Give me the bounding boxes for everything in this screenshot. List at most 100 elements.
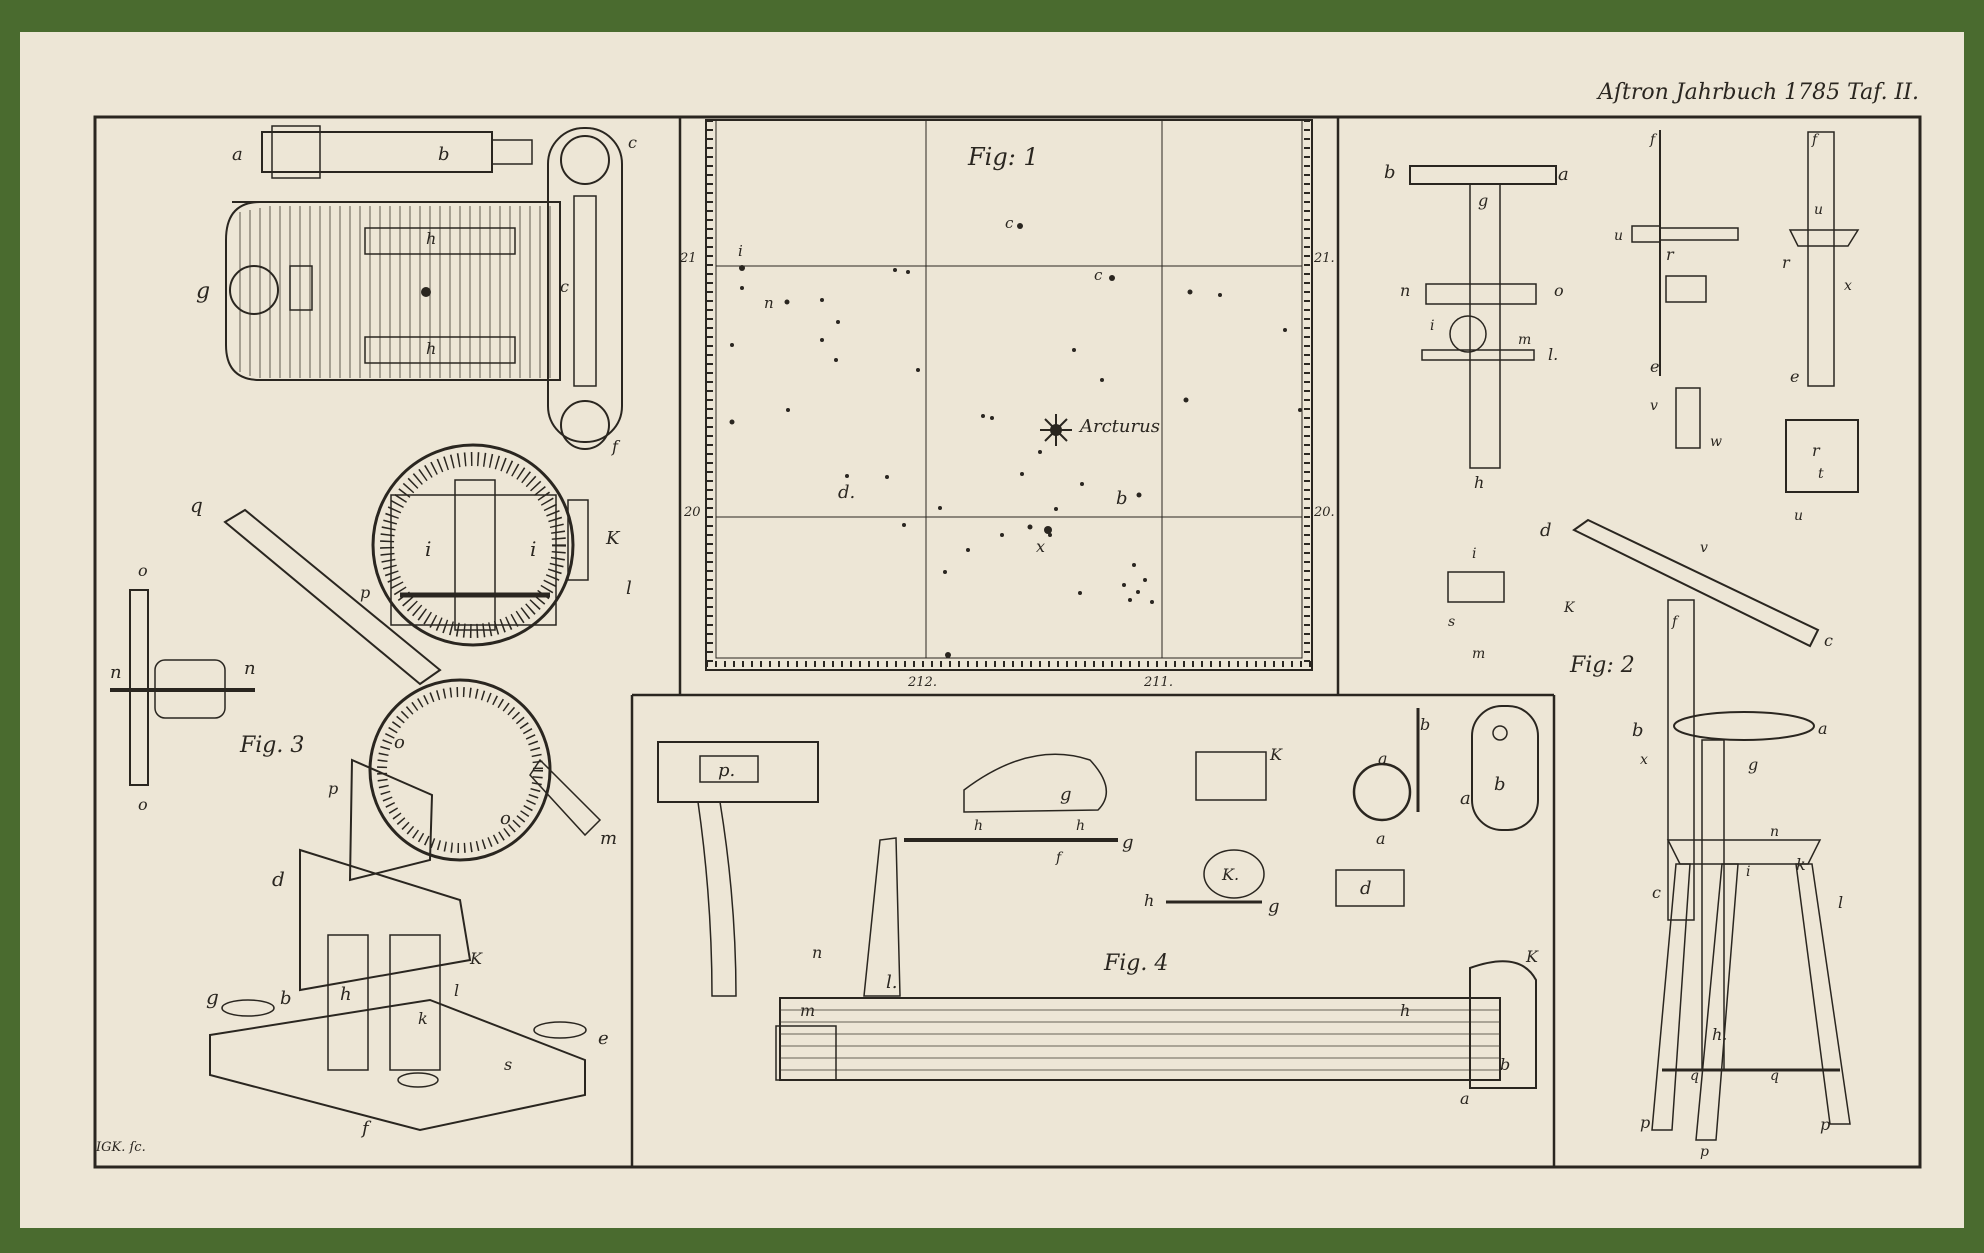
svg-text:h: h [974,818,983,834]
svg-text:l.: l. [886,972,897,993]
svg-text:r: r [1666,245,1675,264]
svg-text:g: g [206,985,219,1009]
svg-text:i: i [425,537,431,561]
svg-text:e: e [598,1028,609,1049]
svg-text:a: a [1558,164,1569,185]
svg-text:p: p [1820,1115,1830,1134]
svg-text:c: c [1094,266,1103,284]
svg-text:211.: 211. [1143,675,1173,690]
svg-text:n: n [110,662,122,683]
svg-text:h: h [1144,891,1154,910]
svg-text:t: t [1818,466,1824,482]
svg-text:b: b [1384,162,1396,183]
svg-text:p: p [1700,1144,1709,1160]
svg-text:K: K [605,528,621,549]
svg-text:v: v [1650,398,1658,414]
svg-text:c: c [1652,883,1661,902]
svg-text:l: l [1838,893,1843,912]
arcturus-label: Arcturus [1078,416,1160,437]
svg-text:f: f [611,437,621,456]
svg-text:c: c [560,277,569,296]
svg-text:m: m [1518,332,1531,348]
plate-header: Aſtron Jahrbuch 1785 Taf. II. [1598,80,1919,105]
svg-text:f: f [1671,614,1680,630]
svg-text:b: b [1116,488,1128,509]
svg-text:i: i [1746,864,1750,880]
svg-text:o: o [138,795,148,814]
svg-text:u: u [1794,508,1803,524]
svg-text:f: f [1649,132,1658,148]
svg-text:k: k [418,1009,428,1028]
svg-text:b: b [1500,1055,1510,1074]
svg-text:x: x [1844,278,1852,294]
svg-text:k: k [1796,855,1806,874]
svg-text:a: a [1376,829,1386,848]
svg-text:i: i [1472,546,1476,562]
svg-text:h.: h. [1712,1025,1727,1044]
svg-text:h: h [1076,818,1085,834]
svg-text:p: p [360,583,370,602]
svg-text:r: r [1812,441,1821,460]
svg-text:d: d [272,867,285,891]
svg-text:g: g [196,279,210,304]
svg-text:a: a [1460,1089,1470,1108]
svg-text:p: p [1640,1113,1650,1132]
svg-text:K.: K. [1221,865,1239,884]
svg-text:g: g [1060,784,1072,805]
svg-text:c: c [628,133,637,152]
svg-text:o: o [394,732,405,753]
fig2-title: Fig: 2 [1569,653,1635,678]
svg-text:h: h [426,229,436,248]
svg-text:e: e [1790,367,1799,386]
svg-text:n: n [764,294,774,312]
svg-text:K: K [1269,745,1283,764]
svg-text:m: m [600,828,617,849]
fig3-instrument: Fig. 3 a b c c f g h h i i K l p q o o n… [110,125,637,1139]
svg-text:i: i [738,242,743,260]
svg-text:a: a [1818,719,1828,738]
svg-text:o: o [1554,281,1564,300]
svg-text:c: c [1005,214,1014,232]
svg-text:n: n [1400,281,1410,300]
svg-text:b: b [1632,720,1644,741]
svg-text:b: b [1420,715,1430,734]
fig2-stand: Fig: 2 b a g n o i m l. h i s m K f u r … [1384,130,1860,1160]
svg-text:b: b [438,144,450,165]
svg-text:s: s [1448,614,1455,630]
svg-text:212.: 212. [907,675,937,690]
svg-text:21: 21 [679,251,697,266]
svg-text:i: i [530,537,536,561]
svg-text:b: b [280,988,292,1009]
svg-text:s: s [504,1055,512,1074]
svg-text:c: c [1824,631,1833,650]
fig1-title: Fig: 1 [967,143,1039,171]
svg-text:f: f [360,1118,372,1139]
svg-text:w: w [1710,434,1722,450]
fig4-title: Fig. 4 [1103,951,1168,976]
svg-text:q: q [1770,1068,1779,1084]
svg-text:u: u [1614,228,1623,244]
svg-text:m: m [800,1001,815,1020]
fig3-title: Fig. 3 [239,733,304,758]
svg-text:h: h [1474,473,1484,492]
svg-text:g: g [1478,191,1488,210]
svg-text:K: K [469,949,483,968]
svg-text:f: f [1055,850,1064,866]
svg-text:o: o [138,561,148,580]
svg-text:l: l [626,578,632,599]
svg-text:r: r [1782,253,1791,272]
svg-text:i: i [1430,318,1434,334]
svg-text:a: a [1460,788,1471,809]
svg-text:q: q [190,493,203,517]
svg-text:n: n [1770,824,1779,840]
engraver-signature: IGK. ſc. [96,1140,146,1155]
star-chart: Arcturus Fig: 1 21 21. 20 20. 212. 211. … [679,119,1335,690]
svg-text:u: u [1814,202,1823,218]
svg-text:K: K [1525,947,1539,966]
svg-text:f: f [1811,132,1820,148]
svg-text:g: g [1122,832,1134,853]
svg-text:K: K [1563,600,1576,616]
svg-text:n: n [244,658,256,679]
svg-text:21.: 21. [1313,251,1335,266]
